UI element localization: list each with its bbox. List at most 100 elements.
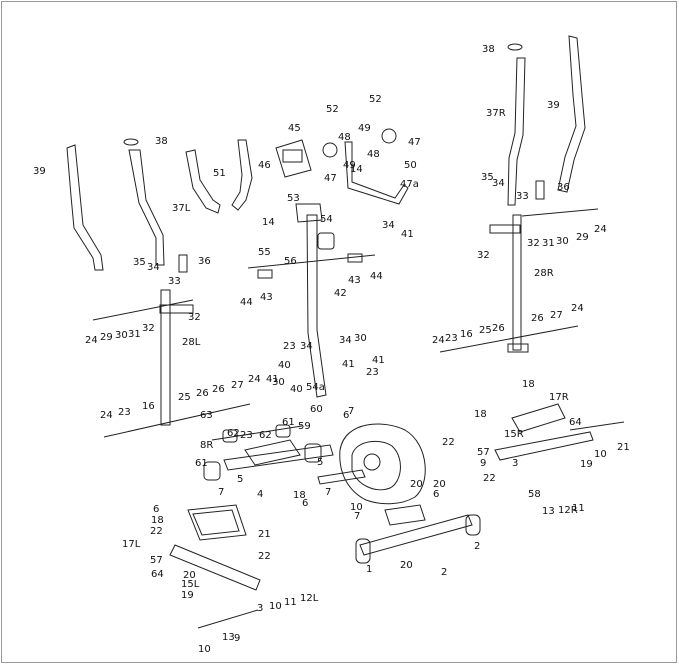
part-number-label: 21: [258, 529, 271, 540]
left-arm-pivot-tube: [159, 304, 194, 314]
part-number-label: 46: [258, 160, 271, 171]
part-number-label: 34: [300, 341, 313, 352]
part-number-label: 51: [213, 168, 226, 179]
part-number-label: 3: [512, 458, 518, 469]
part-number-label: 12R: [558, 505, 578, 516]
right-lower-bolt: [439, 325, 579, 353]
part-number-label: 47: [324, 173, 337, 184]
right-arm-bottom-tube: [507, 343, 529, 353]
pulse-sensor-47-left: [322, 142, 338, 158]
part-number-label: 14: [350, 164, 363, 175]
left-pedal-rail-15L: [169, 544, 261, 591]
part-number-label: 6: [153, 504, 159, 515]
part-number-label: 22: [483, 473, 496, 484]
part-number-label: 5: [317, 457, 323, 468]
flywheel-housing: [339, 423, 426, 505]
part-number-label: 25: [479, 325, 492, 336]
part-number-label: 26: [531, 313, 544, 324]
part-number-label: 22: [150, 526, 163, 537]
part-number-label: 20: [183, 570, 196, 581]
part-number-label: 23: [240, 430, 253, 441]
flywheel-hub: [363, 453, 381, 471]
part-number-label: 62: [227, 428, 240, 439]
part-number-label: 32: [188, 312, 201, 323]
part-number-label: 44: [370, 271, 383, 282]
part-number-label: 32: [142, 323, 155, 334]
part-number-label: 21: [617, 442, 630, 453]
part-number-label: 15L: [181, 579, 200, 590]
part-number-label: 30: [272, 377, 285, 388]
part-number-label: 62: [259, 430, 272, 441]
part-number-label: 26: [212, 384, 225, 395]
part-number-label: 42: [334, 288, 347, 299]
part-number-label: 20: [410, 479, 423, 490]
part-number-label: 34: [339, 335, 352, 346]
part-number-label: 56: [284, 256, 297, 267]
tension-knob-54: [317, 232, 335, 250]
part-number-label: 55: [258, 247, 271, 258]
part-number-label: 44: [240, 297, 253, 308]
part-number-label: 28R: [534, 268, 554, 279]
front-stabilizer-bracket: [384, 504, 426, 526]
parts-drawing: [66, 35, 625, 629]
mast-top-53: [295, 203, 323, 223]
part-number-label: 13: [222, 632, 235, 643]
part-number-label: 24: [432, 335, 445, 346]
part-number-label: 58: [528, 489, 541, 500]
right-handle-grip-39: [557, 35, 586, 193]
part-number-label: 40: [278, 360, 291, 371]
part-number-label: 6: [302, 498, 308, 509]
left-lower-bolt: [103, 403, 251, 438]
part-number-label: 26: [196, 388, 209, 399]
handlebar-axle: [247, 254, 376, 269]
part-number-label: 5: [237, 474, 243, 485]
part-number-label: 59: [298, 421, 311, 432]
fixed-handle-51-right: [231, 139, 253, 211]
part-number-label: 64: [151, 569, 164, 580]
part-number-label: 3: [257, 603, 263, 614]
part-number-label: 41: [401, 229, 414, 240]
part-number-label: 18: [474, 409, 487, 420]
console-45: [275, 139, 312, 178]
part-number-label: 29: [100, 332, 113, 343]
part-number-label: 9: [234, 633, 240, 644]
part-number-label: 48: [338, 132, 351, 143]
part-number-label: 43: [260, 292, 273, 303]
part-number-label: 54a: [306, 382, 325, 393]
part-number-label: 19: [181, 590, 194, 601]
part-number-label: 26: [492, 323, 505, 334]
part-number-label: 10: [594, 449, 607, 460]
part-number-label: 27: [231, 380, 244, 391]
part-number-label: 20: [400, 560, 413, 571]
left-pivot-bolt: [92, 299, 194, 321]
part-number-label: 12L: [300, 593, 319, 604]
fixed-handle-51: [185, 149, 221, 214]
axle-8R: [569, 421, 625, 431]
flywheel-inner-disc: [351, 440, 401, 491]
part-number-label: 18: [151, 515, 164, 526]
part-number-label: 13: [542, 506, 555, 517]
part-number-label: 39: [33, 166, 46, 177]
part-number-label: 11: [572, 503, 585, 514]
part-number-label: 61: [195, 458, 208, 469]
left-upper-handlebar-37L: [128, 149, 165, 266]
part-number-label: 11: [284, 597, 297, 608]
part-number-label: 6: [433, 489, 439, 500]
part-number-label: 7: [218, 487, 224, 498]
part-number-label: 7: [348, 406, 354, 417]
right-pedal-17R: [511, 403, 566, 433]
bushing-36-left: [178, 254, 188, 273]
right-pedal-rail-15R: [494, 431, 594, 461]
main-mast-42: [306, 214, 327, 398]
part-number-label: 23: [445, 333, 458, 344]
part-number-label: 33: [516, 191, 529, 202]
part-number-label: 24: [594, 224, 607, 235]
part-number-label: 60: [310, 404, 323, 415]
part-number-label: 8R: [200, 440, 213, 451]
part-number-label: 34: [147, 262, 160, 273]
end-cap-2-right: [465, 514, 481, 536]
pulse-sensor-47-right: [381, 128, 397, 144]
bushing-43-right: [347, 253, 363, 263]
right-lower-arm-28R: [512, 214, 522, 351]
part-number-label: 23: [118, 407, 131, 418]
